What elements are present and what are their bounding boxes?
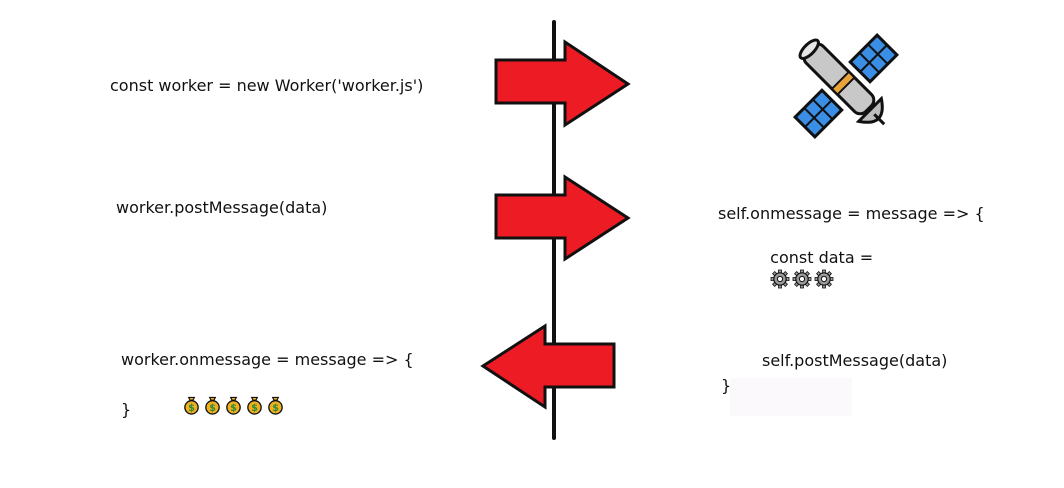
create-worker-code: const worker = new Worker('worker.js') — [110, 76, 424, 95]
money-bag-icon: $ — [247, 396, 262, 415]
money-bag-icon: $ — [268, 396, 283, 415]
const-data-line: const data = — [760, 228, 873, 289]
self-postmessage-code: self.postMessage(data) — [762, 351, 948, 370]
post-message-code: worker.postMessage(data) — [116, 198, 328, 217]
self-onmessage-close: } — [721, 376, 732, 395]
svg-text:$: $ — [188, 403, 195, 414]
money-bag-icon: $ — [205, 396, 220, 415]
arrow-right-create — [494, 39, 631, 128]
arrow-right-post — [494, 174, 631, 262]
svg-text:$: $ — [272, 403, 279, 414]
svg-text:$: $ — [251, 403, 258, 414]
satellite-icon — [792, 32, 900, 140]
const-data-code: const data = — [770, 248, 874, 267]
money-bag-icon: $ — [184, 396, 199, 415]
worker-onmessage-code: worker.onmessage = message => { — [121, 350, 414, 369]
gear-icon — [770, 269, 790, 289]
response-highlight — [730, 378, 852, 416]
worker-onmessage-close: } — [121, 400, 132, 419]
self-onmessage-code: self.onmessage = message => { — [718, 204, 985, 223]
svg-text:$: $ — [209, 403, 216, 414]
svg-text:$: $ — [230, 403, 237, 414]
money-bag-icon: $ — [226, 396, 241, 415]
gear-icon — [792, 269, 812, 289]
arrow-left-response — [480, 323, 616, 410]
gear-icon — [814, 269, 834, 289]
money-bag-row: $ $ $ $ $ — [172, 374, 287, 415]
